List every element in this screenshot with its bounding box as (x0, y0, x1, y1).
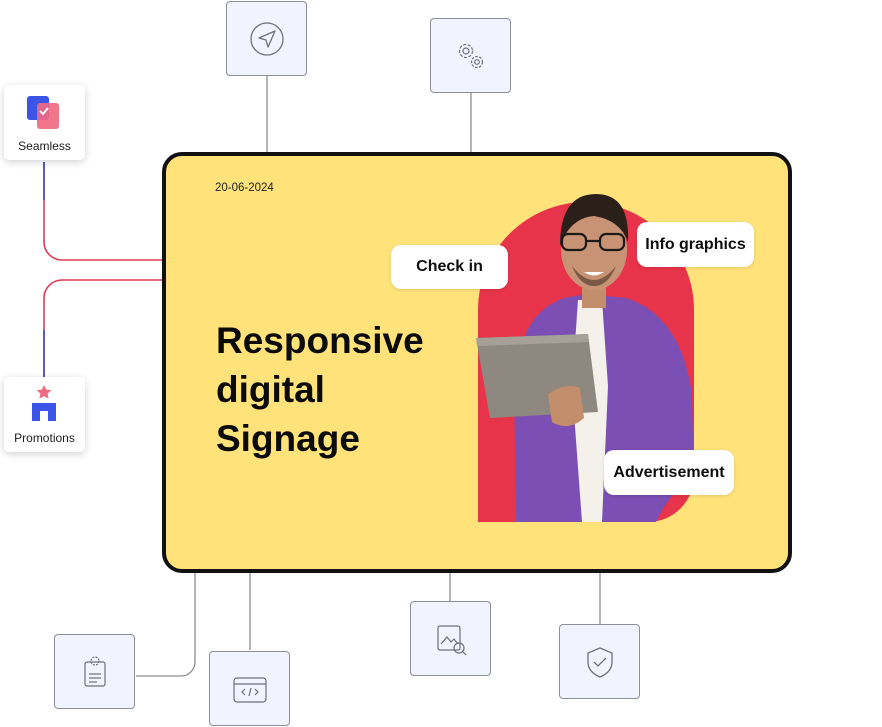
signage-screen: 20-06-2024 Responsive digital Signage Ch… (162, 152, 792, 573)
chip-info-graphics: Info graphics (637, 222, 754, 267)
screen-date: 20-06-2024 (215, 182, 274, 194)
image-search-icon-box[interactable] (410, 601, 491, 676)
shield-check-icon-box[interactable] (559, 624, 640, 699)
hand (548, 386, 584, 427)
face (561, 210, 627, 290)
shield-check-icon (586, 646, 613, 678)
send-icon (249, 21, 284, 56)
send-icon-box[interactable] (226, 1, 307, 76)
hair (560, 194, 629, 246)
promotions-label: Promotions (14, 431, 75, 445)
promotions-icon (32, 385, 56, 421)
gears-icon (458, 43, 483, 68)
image-search-icon (436, 624, 466, 655)
headline-line-3: Signage (216, 418, 360, 459)
chip-check-in: Check in (391, 245, 508, 289)
chip-advertisement: Advertisement (604, 450, 734, 495)
headline: Responsive digital Signage (216, 316, 446, 463)
code-window-icon (232, 676, 267, 703)
gears-icon-box[interactable] (430, 18, 511, 93)
code-window-icon-box[interactable] (209, 651, 290, 726)
seamless-card[interactable]: Seamless (4, 85, 85, 160)
document-settings-icon-box[interactable] (54, 634, 135, 709)
promotions-card[interactable]: Promotions (4, 377, 85, 452)
glasses-icon (560, 232, 626, 252)
headline-line-1: Responsive (216, 320, 424, 361)
smile (584, 272, 604, 276)
seamless-icon (27, 96, 59, 129)
headline-line-2: digital (216, 369, 325, 410)
beard (572, 266, 616, 286)
seamless-label: Seamless (18, 139, 71, 153)
document-settings-icon (83, 655, 106, 687)
